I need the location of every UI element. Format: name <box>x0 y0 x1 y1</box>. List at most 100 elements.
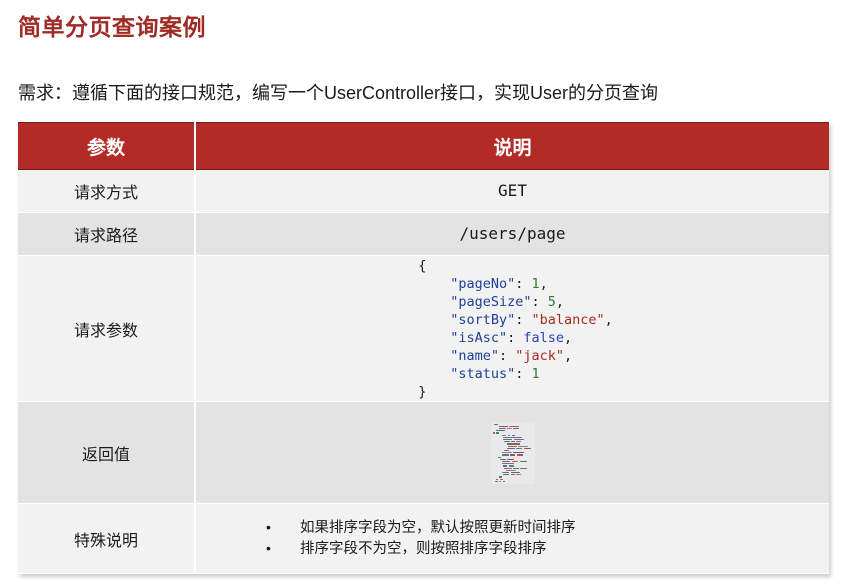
row-value-request-method: GET <box>195 169 829 213</box>
thumbnail-code-line <box>524 447 531 450</box>
thumbnail-code-line <box>519 460 528 463</box>
thumbnail-code-line <box>506 443 521 445</box>
json-key-4: "name" <box>450 347 499 364</box>
special-note-item-1: 排序字段不为空，则按照排序字段排序 <box>266 538 829 560</box>
thumbnail-code-line <box>516 447 523 450</box>
table-row-special-notes: 特殊说明 如果排序字段为空，默认按照更新时间排序排序字段不为空，则按照排序字段排… <box>18 503 829 574</box>
thumbnail-code-line <box>492 432 495 434</box>
json-value-1: 5 <box>547 293 556 310</box>
json-value-0: 1 <box>531 275 540 292</box>
json-key-0: "pageNo" <box>450 275 516 292</box>
table-row-request-path: 请求路径 /users/page <box>18 212 829 256</box>
request-params-json: { "pageNo": 1, "pageSize": 5, "sortBy": … <box>412 257 613 401</box>
page-title: 简单分页查询案例 <box>18 14 206 40</box>
json-colon-0: : <box>515 275 532 292</box>
thumbnail-code-line <box>511 434 516 436</box>
thumbnail-code-line <box>510 474 515 476</box>
requirement-text: 需求：遵循下面的接口规范，编写一个UserController接口，实现User… <box>18 83 659 103</box>
thumbnail-code-line <box>502 438 513 441</box>
thumbnail-code-line <box>507 434 511 436</box>
thumbnail-code-line <box>507 427 512 430</box>
json-colon-1: : <box>531 293 548 310</box>
thumbnail-code-line <box>508 465 514 467</box>
thumbnail-code-line <box>508 445 517 447</box>
thumbnail-code-line <box>502 480 505 483</box>
table-header-row: 参数 说明 <box>18 122 829 170</box>
thumbnail-code-line <box>502 436 523 439</box>
row-value-return-value <box>195 401 829 504</box>
thumbnail-code-line <box>516 454 523 456</box>
json-comma-0: , <box>539 275 548 292</box>
thumbnail-code-line <box>504 467 512 469</box>
row-value-special-notes: 如果排序字段为空，默认按照更新时间排序排序字段不为空，则按照排序字段排序 <box>195 503 829 574</box>
row-value-request-path: /users/page <box>195 212 829 256</box>
json-snippet-container: { "pageNo": 1, "pageSize": 5, "sortBy": … <box>196 257 829 401</box>
table-row-return-value: 返回值 <box>18 401 829 504</box>
thumbnail-code-line <box>506 447 515 450</box>
json-comma-4: , <box>564 347 573 364</box>
json-open-brace: { <box>418 257 427 274</box>
thumbnail-code-line <box>513 467 519 469</box>
thumbnail-code-line <box>509 425 519 428</box>
return-value-code-thumbnail-image <box>490 421 535 484</box>
thumbnail-code-line <box>513 427 519 430</box>
thumbnail-code-line <box>496 432 499 434</box>
thumbnail-code-line <box>507 458 514 461</box>
row-value-request-params: { "pageNo": 1, "pageSize": 5, "sortBy": … <box>195 255 829 402</box>
thumbnail-code-line <box>502 474 509 476</box>
thumbnail-code-line <box>518 445 528 447</box>
thumbnail-code-line <box>501 452 512 454</box>
json-key-1: "pageSize" <box>450 293 532 310</box>
table-row-request-method: 请求方式 GET <box>18 169 829 213</box>
json-key-3: "isAsc" <box>450 329 508 346</box>
thumbnail-code-line <box>493 423 499 425</box>
thumbnail-code-line <box>502 465 507 467</box>
request-path-value: /users/page <box>459 224 566 243</box>
thumbnail-code-line <box>499 480 502 483</box>
thumbnail-code-line <box>513 438 525 441</box>
table-row-request-params: 请求参数 { "pageNo": 1, "pageSize": 5, "sort… <box>18 255 829 402</box>
api-spec-table: 参数 说明 请求方式 GET 请求路径 /users/page 请求参数 <box>18 122 829 574</box>
thumbnail-code-line <box>499 425 508 428</box>
thumbnail-code-line <box>504 441 510 443</box>
thumbnail-code-line <box>510 454 516 456</box>
json-colon-2: : <box>515 311 532 328</box>
json-value-3: false <box>523 329 565 346</box>
return-value-thumbnail-wrap <box>196 421 829 484</box>
thumbnail-code-line <box>500 458 506 461</box>
json-value-4: "jack" <box>515 347 565 364</box>
thumbnail-code-line <box>501 471 510 474</box>
thumbnail-code-line <box>501 463 514 465</box>
json-key-2: "sortBy" <box>450 311 516 328</box>
json-colon-3: : <box>507 329 524 346</box>
request-method-value: GET <box>498 181 527 200</box>
thumbnail-code-line <box>510 471 520 474</box>
thumbnail-code-line <box>520 467 527 469</box>
column-header-desc: 说明 <box>195 122 829 170</box>
json-comma-3: , <box>564 329 573 346</box>
json-colon-4: : <box>498 347 516 364</box>
thumbnail-code-line <box>496 430 506 432</box>
thumbnail-code-line <box>501 454 509 456</box>
row-label-request-params: 请求参数 <box>18 255 196 402</box>
json-comma-1: , <box>555 293 565 310</box>
thumbnail-code-line <box>501 460 511 463</box>
column-header-param: 参数 <box>18 122 196 170</box>
row-label-special-notes: 特殊说明 <box>18 503 196 574</box>
thumbnail-code-line <box>516 474 522 476</box>
thumbnail-code-line <box>496 478 499 480</box>
json-close-brace: } <box>418 383 427 400</box>
row-label-request-path: 请求路径 <box>18 212 196 256</box>
thumbnail-code-line <box>497 456 501 458</box>
thumbnail-code-line <box>511 441 515 443</box>
thumbnail-code-line <box>495 480 498 483</box>
special-note-item-0: 如果排序字段为空，默认按照更新时间排序 <box>266 517 829 539</box>
thumbnail-code-line <box>505 469 516 472</box>
thumbnail-code-line <box>504 449 509 452</box>
json-comma-2: , <box>604 311 613 328</box>
json-value-5: 1 <box>531 365 540 382</box>
thumbnail-code-line <box>516 441 521 443</box>
json-key-5: "status" <box>450 365 516 382</box>
row-label-request-method: 请求方式 <box>18 169 196 213</box>
